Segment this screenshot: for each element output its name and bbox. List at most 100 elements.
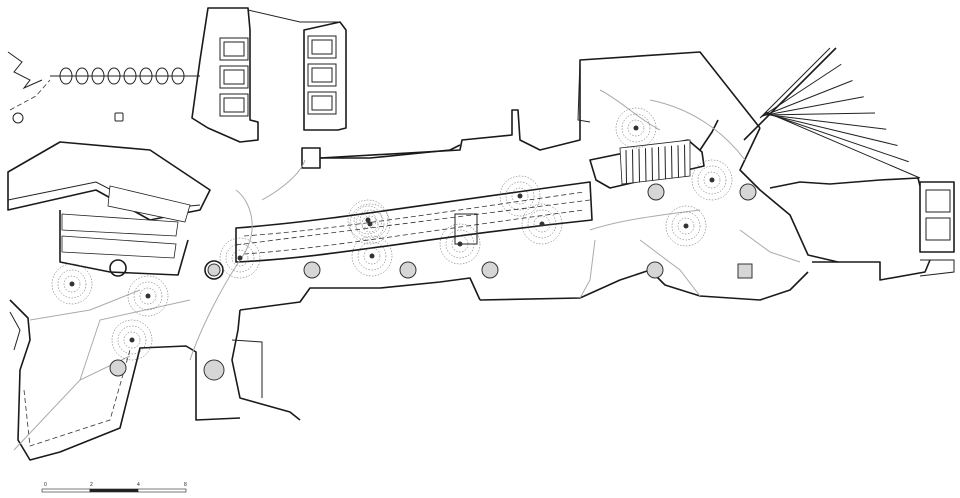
- escalator-step: [671, 145, 673, 179]
- main-floor-outline: [231, 51, 931, 421]
- tree-trunk: [369, 253, 375, 259]
- left-chain-ornament: [7, 51, 200, 124]
- scale-tick-2: 2: [90, 482, 93, 488]
- escalator-step: [651, 147, 653, 181]
- tree-canopies: [51, 107, 733, 361]
- scale-tick-8: 8: [184, 482, 187, 488]
- tree-ring: [231, 249, 249, 267]
- tree-ring: [51, 263, 93, 305]
- tree-ring: [533, 215, 551, 233]
- fan-stair-lines: [743, 47, 921, 179]
- tree-ring: [671, 211, 701, 241]
- escalator-step: [625, 149, 627, 185]
- tree-trunk: [367, 221, 373, 227]
- tree-ring: [57, 269, 87, 299]
- tree-ring: [627, 119, 645, 137]
- tree-ring: [703, 171, 721, 189]
- tree-ring: [697, 165, 727, 195]
- tree-canopy: [219, 237, 261, 279]
- tree-ring: [347, 199, 389, 241]
- tree-ring: [511, 187, 529, 205]
- tree-ring: [363, 247, 381, 265]
- escalator-block-left: [7, 141, 224, 280]
- fan-stair-line: [762, 112, 876, 116]
- tree-canopy: [615, 107, 657, 149]
- tree-trunk: [69, 281, 75, 287]
- tree-ring: [451, 235, 469, 253]
- tree-ring: [349, 203, 391, 245]
- tree-trunk: [683, 223, 689, 229]
- tree-ring: [677, 217, 695, 235]
- tree-ring: [225, 243, 255, 273]
- tree-ring: [615, 107, 657, 149]
- tree-ring: [665, 205, 707, 247]
- fan-stair-line: [763, 113, 887, 130]
- tree-canopy: [665, 205, 707, 247]
- fan-stair-line: [762, 96, 864, 117]
- tree-trunk: [145, 293, 151, 299]
- paving-lines: [189, 89, 801, 361]
- tree-ring: [123, 331, 141, 349]
- fan-stair-line: [765, 112, 909, 163]
- fan-stair-line: [759, 47, 831, 119]
- tree-canopy: [439, 223, 481, 265]
- tree-canopy: [499, 175, 541, 217]
- scale-tick-4: 4: [137, 482, 140, 488]
- tree-trunk: [539, 221, 545, 227]
- tree-ring: [521, 203, 563, 245]
- tree-ring: [445, 229, 475, 259]
- lower-left-plaza: [9, 289, 241, 461]
- scale-tick-0: 0: [44, 482, 47, 488]
- tree-ring: [219, 237, 261, 279]
- tree-ring: [355, 209, 385, 239]
- tree-ring: [499, 175, 541, 217]
- tree-ring: [439, 223, 481, 265]
- escalator-step: [645, 148, 647, 182]
- tree-trunk: [457, 241, 463, 247]
- elevator-core-center: [301, 21, 461, 169]
- tree-ring: [527, 209, 557, 239]
- escalator-step: [638, 148, 640, 183]
- tree-trunk: [365, 217, 371, 223]
- fan-stair-line: [764, 113, 898, 146]
- elevator-core-right: [919, 181, 955, 277]
- tree-ring: [63, 275, 81, 293]
- tree-ring: [111, 319, 153, 361]
- tree-canopy: [349, 203, 391, 245]
- tree-canopy: [347, 199, 389, 241]
- tree-canopy: [691, 159, 733, 201]
- tree-trunk: [517, 193, 523, 199]
- tree-ring: [505, 181, 535, 211]
- tree-trunk: [237, 255, 243, 261]
- scale-bar: 0 2 4 8: [41, 482, 187, 493]
- tree-ring: [139, 287, 157, 305]
- tree-ring: [361, 215, 379, 233]
- tree-ring: [359, 211, 377, 229]
- tree-ring: [117, 325, 147, 355]
- tree-ring: [691, 159, 733, 201]
- tree-trunk: [709, 177, 715, 183]
- fan-stair-edge: [743, 47, 837, 141]
- tree-canopy: [111, 319, 153, 361]
- escalator-step: [677, 145, 679, 178]
- fan-stair-line: [761, 80, 853, 117]
- fan-stair-line: [765, 111, 921, 179]
- tree-canopy: [127, 275, 169, 317]
- escalator-step: [658, 146, 660, 181]
- elevator-core-left: [191, 7, 338, 143]
- tree-ring: [353, 205, 383, 235]
- escalator-step: [684, 144, 686, 177]
- tree-canopy: [521, 203, 563, 245]
- tree-ring: [127, 275, 169, 317]
- planter-pots: [303, 183, 757, 279]
- tree-trunk: [129, 337, 135, 343]
- escalator-steps: [625, 144, 686, 185]
- linked-arch-chain: [50, 67, 200, 85]
- tree-canopy: [51, 263, 93, 305]
- escalator-step: [664, 146, 666, 180]
- right-fan-stair: [743, 47, 921, 189]
- tree-ring: [357, 241, 387, 271]
- fan-stair-line: [760, 63, 842, 118]
- central-bridge: [235, 181, 593, 263]
